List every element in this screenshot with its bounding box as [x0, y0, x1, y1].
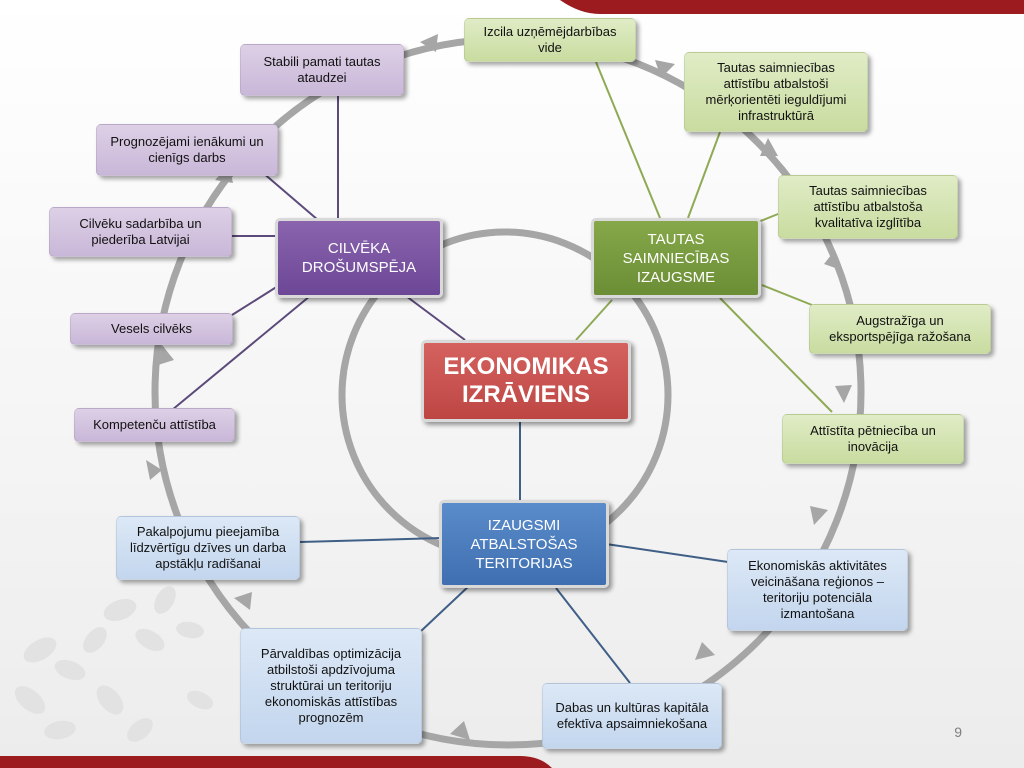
territory-item-label: Pakalpojumu pieejamība līdzvērtīgu dzīve…	[129, 524, 287, 571]
growth-item: Izcila uzņēmējdarbības vide	[464, 18, 636, 62]
security-item: Kompetenču attīstība	[74, 408, 235, 442]
security-connectors	[171, 94, 466, 411]
territory-item-label: Dabas un kultūras kapitāla efektīva apsa…	[555, 700, 709, 731]
leaf-pattern-decoration	[14, 586, 214, 742]
top-banner-shape	[560, 0, 1024, 14]
security-item: Prognozējami ienākumi un cienīgs darbs	[96, 124, 278, 176]
growth-connectors	[575, 61, 833, 413]
growth-item-label: Attīstīta pētniecība un inovācija	[810, 423, 936, 454]
center-hub-label: EKONOMIKAS IZRĀVIENS	[443, 353, 609, 408]
territory-connectors	[299, 422, 729, 684]
bottom-banner-shape	[0, 756, 552, 768]
security-item-label: Stabili pamati tautas ataudzei	[263, 54, 381, 85]
growth-item: Tautas saimniecības attīstību atbalstoši…	[684, 52, 868, 132]
hub-economy-growth-label: TAUTAS SAIMNIECĪBAS IZAUGSME	[622, 230, 730, 286]
security-item: Stabili pamati tautas ataudzei	[240, 44, 404, 96]
territory-item: Pārvaldības optimizācija atbilstoši apdz…	[240, 628, 422, 744]
security-item-label: Cilvēku sadarbība un piederība Latvijai	[79, 216, 202, 247]
security-item-label: Kompetenču attīstība	[93, 417, 216, 432]
growth-item-label: Tautas saimniecības attīstību atbalstoša…	[809, 183, 927, 230]
hub-supportive-territories-label: IZAUGSMI ATBALSTOŠAS TERITORIJAS	[470, 516, 578, 572]
growth-item: Tautas saimniecības attīstību atbalstoša…	[778, 175, 958, 239]
center-hub-economic-breakthrough: EKONOMIKAS IZRĀVIENS	[421, 340, 631, 422]
growth-item-label: Tautas saimniecības attīstību atbalstoši…	[705, 60, 847, 123]
hub-supportive-territories: IZAUGSMI ATBALSTOŠAS TERITORIJAS	[439, 500, 609, 588]
territory-item-label: Pārvaldības optimizācija atbilstoši apdz…	[260, 646, 402, 725]
territory-item-label: Ekonomiskās aktivitātes veicināšana reģi…	[748, 558, 887, 621]
security-item-label: Prognozējami ienākumi un cienīgs darbs	[110, 134, 264, 165]
security-item: Vesels cilvēks	[70, 313, 233, 345]
growth-item: Attīstīta pētniecība un inovācija	[782, 414, 964, 464]
hub-human-security: CILVĒKA DROŠUMSPĒJA	[275, 218, 443, 298]
territory-item: Pakalpojumu pieejamība līdzvērtīgu dzīve…	[116, 516, 300, 580]
security-item-label: Vesels cilvēks	[111, 321, 192, 336]
territory-item: Dabas un kultūras kapitāla efektīva apsa…	[542, 683, 722, 749]
growth-item: Augstražīga un eksportspējīga ražošana	[809, 304, 991, 354]
page-number: 9	[954, 724, 962, 740]
security-item: Cilvēku sadarbība un piederība Latvijai	[49, 207, 232, 257]
hub-economy-growth: TAUTAS SAIMNIECĪBAS IZAUGSME	[591, 218, 761, 298]
cycle-arrows	[146, 34, 852, 740]
growth-item-label: Augstražīga un eksportspējīga ražošana	[829, 313, 971, 344]
hub-human-security-label: CILVĒKA DROŠUMSPĒJA	[301, 240, 417, 276]
territory-item: Ekonomiskās aktivitātes veicināšana reģi…	[727, 549, 908, 631]
growth-item-label: Izcila uzņēmējdarbības vide	[483, 24, 617, 55]
